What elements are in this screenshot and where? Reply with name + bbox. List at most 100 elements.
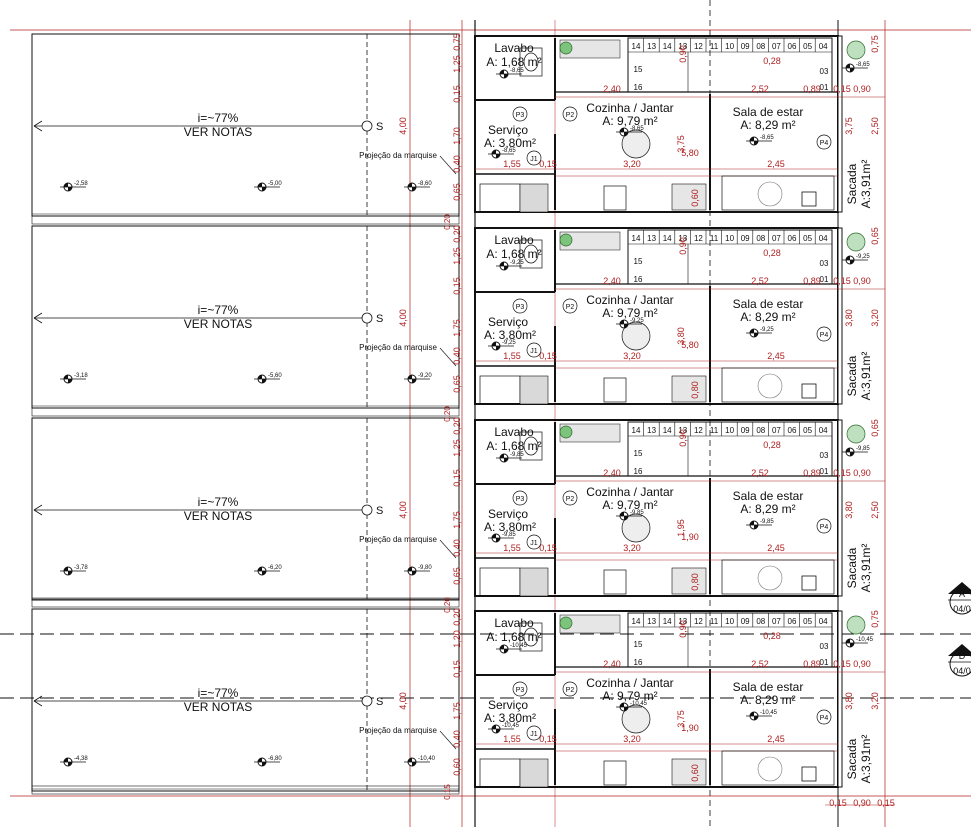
sacada-area: A:3,91m² [859, 735, 873, 784]
sacada-name: Sacada [845, 738, 859, 779]
dim-028: 0,28 [763, 248, 781, 258]
stair-outline [627, 229, 833, 285]
slope-arrow-head [33, 120, 43, 132]
level-value: -9,85 [630, 510, 644, 516]
lavabo-name: Lavabo [494, 616, 534, 630]
vertical-dim-0: 0,75 [452, 33, 462, 51]
level-marker-fill [258, 375, 266, 383]
terrace-area [31, 417, 460, 601]
level-value: -10,40 [418, 756, 436, 762]
lavabo-area: A: 1,68 m² [486, 247, 541, 261]
door-tag-p2 [562, 490, 578, 506]
stair-number: 05 [803, 234, 812, 243]
door-tag-p4 [816, 518, 832, 534]
sacada-area: A:3,91m² [859, 544, 873, 593]
level-marker-fill [846, 639, 854, 647]
vertical-dim-3: 1,75 [452, 702, 462, 720]
level-value: -8,65 [502, 148, 516, 154]
stair-number-01: 01 [820, 83, 829, 92]
vertical-dim-2: 0,15 [452, 277, 462, 295]
door-tag-p3-label: P3 [516, 496, 525, 503]
servico-name: Serviço [488, 507, 528, 521]
level-value: -8,65 [510, 68, 524, 74]
slope-arrow-head [33, 504, 43, 516]
sofa-icon [721, 175, 835, 211]
stair-number-01: 01 [820, 467, 829, 476]
slope-arrow-head [33, 312, 43, 324]
right-dim-0: 0,65 [870, 419, 880, 437]
stair-number: 05 [803, 426, 812, 435]
level-value: -6,20 [268, 565, 282, 571]
stair-number-03: 03 [820, 67, 829, 76]
cozinha-area: A: 9,79 m² [602, 114, 657, 128]
level-value: -10,45 [856, 637, 874, 643]
level-marker-fill [846, 64, 854, 72]
level-value: -10,45 [502, 723, 520, 729]
dim-240: 2,40 [603, 468, 621, 478]
level-value: -8,65 [856, 62, 870, 68]
right-dim-2: 3,80 [844, 692, 854, 710]
separator-dim: 0,20 [443, 214, 452, 230]
stair-number: 04 [819, 42, 828, 51]
window-tag-j1-label: J1 [530, 348, 538, 355]
terrace-height-dim: 4,00 [398, 501, 408, 519]
servico-name: Serviço [488, 698, 528, 712]
sofa-icon [721, 559, 835, 595]
cozinha-area: A: 9,79 m² [602, 689, 657, 703]
sofa-icon [721, 750, 835, 786]
stair-number: 10 [725, 234, 734, 243]
level-value: -9,25 [856, 254, 870, 260]
stair-number: 13 [647, 617, 656, 626]
level-marker-fill [408, 567, 416, 575]
stair-number: 06 [788, 617, 797, 626]
level-marker-fill [492, 342, 500, 350]
mid-dim-3: 0,60 [690, 764, 700, 782]
vertical-dim-2: 0,15 [452, 85, 462, 103]
stair-number: 11 [710, 42, 719, 51]
marquise-leader [439, 539, 457, 559]
section-marker [948, 582, 971, 615]
section-sheet: 04/0 [953, 604, 971, 614]
armchair-icon [757, 565, 783, 591]
tv-icon [801, 383, 817, 399]
dim-155: 1,55 [503, 734, 521, 744]
servico-name: Serviço [488, 315, 528, 329]
hatched-area [519, 375, 549, 405]
fridge-icon [671, 375, 707, 403]
level-marker-fill [64, 567, 72, 575]
laundry-tank [479, 758, 521, 788]
section-sheet: 04/0 [953, 666, 971, 676]
tv-icon [801, 575, 817, 591]
dim-155: 1,55 [503, 159, 521, 169]
vertical-dim-3: 1,75 [452, 511, 462, 529]
lavabo-name: Lavabo [494, 41, 534, 55]
vertical-dim-1: 1,20 [452, 630, 462, 648]
stair-number: 14 [663, 617, 672, 626]
mid-dim-0: 0,90 [678, 45, 688, 63]
window-tag-j1 [526, 342, 542, 358]
stair-number: 04 [819, 426, 828, 435]
stair-number: 13 [678, 42, 687, 51]
vertical-dim-5: 0,65 [452, 567, 462, 585]
dim-245: 2,45 [767, 351, 785, 361]
right-dim-1: 2,50 [870, 501, 880, 519]
level-marker-fill [64, 183, 72, 191]
sacada-area: A:3,91m² [859, 160, 873, 209]
vertical-dim-1: 1,25 [452, 439, 462, 457]
marquise-label: Projeção da marquise [359, 535, 437, 544]
notes-label: VER NOTAS [184, 509, 252, 523]
bottom-dim-1: 0,90 [853, 798, 871, 808]
dim-240: 2,40 [603, 659, 621, 669]
level-marker-fill [492, 725, 500, 733]
stair-number: 11 [710, 234, 719, 243]
slope-symbol: S [376, 696, 383, 708]
slope-label: i=~77% [198, 686, 239, 700]
stair-number-15: 15 [634, 449, 643, 458]
mid-dim-0: 0,90 [678, 620, 688, 638]
stair-number: 12 [694, 234, 703, 243]
level-marker-fill [258, 567, 266, 575]
stair-number: 13 [678, 234, 687, 243]
dim-252: 2,52 [751, 468, 769, 478]
dim-240: 2,40 [603, 276, 621, 286]
slope-symbol: S [376, 313, 383, 325]
